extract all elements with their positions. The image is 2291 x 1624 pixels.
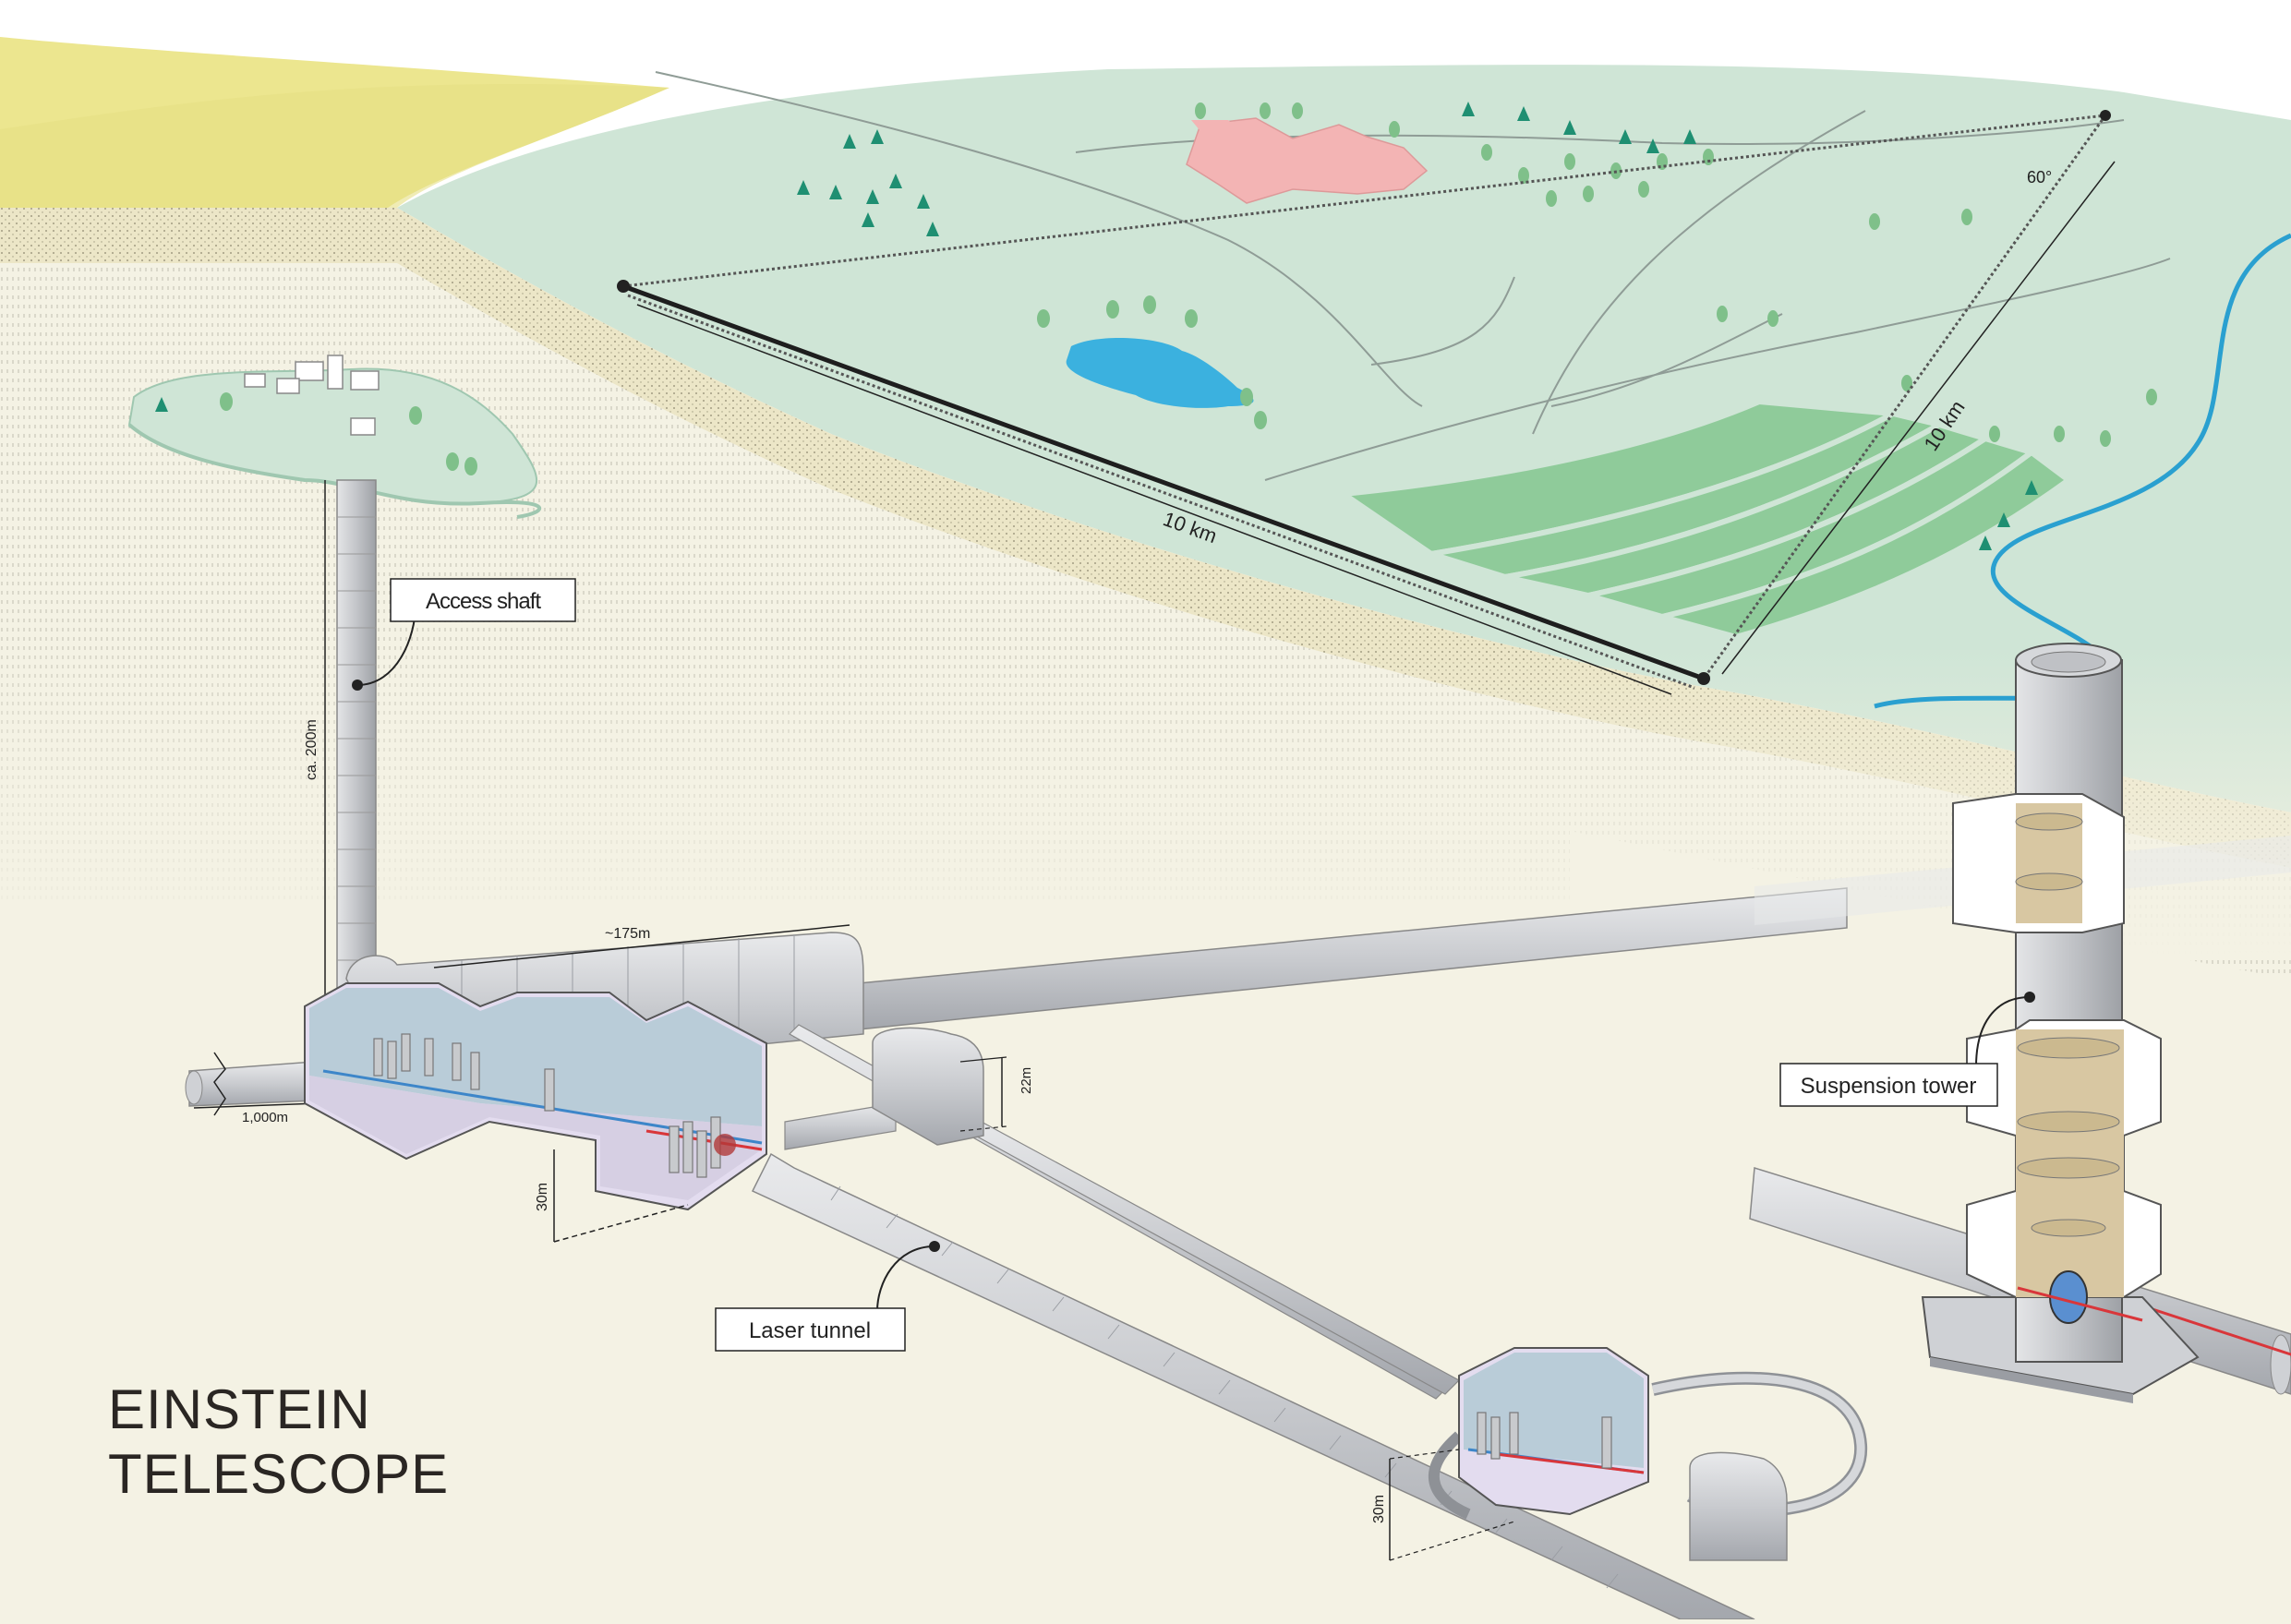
title-line-2: TELESCOPE: [108, 1443, 450, 1505]
fields: [1335, 398, 2074, 641]
lake: [1066, 337, 1254, 408]
branch-tunnel: [185, 1052, 320, 1116]
trees: [1037, 102, 2157, 447]
laser-tunnel-label: Laser tunnel: [749, 1318, 871, 1343]
meadow: [397, 65, 2291, 813]
junction-cavern: [872, 1027, 1007, 1146]
branch-distance-label: 1,000m: [242, 1110, 288, 1125]
end-station-bypass: [1429, 1371, 1868, 1561]
cavern-height-label: 22m: [1019, 1067, 1034, 1094]
suspension-tower: [1921, 643, 2200, 1403]
far-hill-shade: [0, 84, 669, 208]
depth-label-end: 30m: [1371, 1495, 1387, 1523]
main-cavern-cutaway: [304, 982, 767, 1211]
end-station-cutaway: [1389, 1347, 1649, 1561]
suspension-tower-label: Suspension tower: [1801, 1074, 1977, 1099]
shaft-depth-label: ca. 200m: [304, 719, 320, 780]
conifers: [797, 102, 2038, 550]
depth-dimension-main: [553, 1149, 689, 1243]
callout-laser-tunnel: Laser tunnel: [715, 1241, 940, 1352]
title-line-1: EINSTEIN: [108, 1378, 371, 1440]
callout-suspension-tower: Suspension tower: [1779, 992, 2035, 1107]
village-annex: [1191, 120, 1242, 137]
roads: [655, 71, 2171, 481]
access-shaft-label: Access shaft: [426, 589, 541, 614]
angle-label: 60°: [2027, 168, 2052, 186]
diagram-title: EINSTEIN TELESCOPE: [108, 1377, 449, 1507]
surface-triangle: [617, 110, 2116, 695]
village: [1186, 117, 1429, 204]
cavern-length-label: ~175m: [605, 926, 650, 942]
access-shaft-site: [127, 355, 542, 519]
callout-access-shaft: Access shaft: [352, 578, 576, 691]
depth-label-main: 30m: [535, 1183, 550, 1211]
